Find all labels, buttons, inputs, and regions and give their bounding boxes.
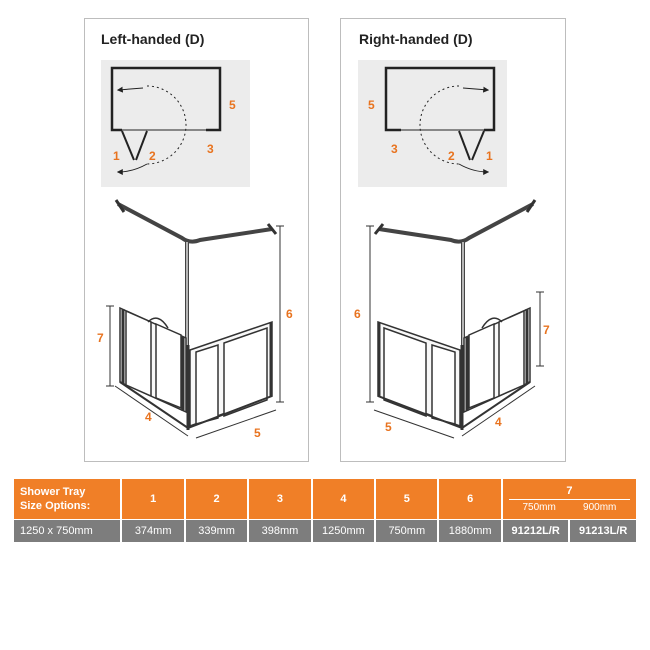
- spec-table: Shower Tray Size Options: 1 2 3 4 5 6 7 …: [12, 478, 638, 543]
- header-col-7-subheaders: 750mm 900mm: [508, 499, 630, 513]
- header-col-2: 2: [185, 479, 248, 519]
- row-code-750: 91212L/R: [502, 520, 569, 542]
- row-val-5: 750mm: [376, 520, 438, 542]
- row-val-1: 374mm: [122, 520, 184, 542]
- left-plan-background: [101, 60, 250, 187]
- header-col-3: 3: [249, 479, 311, 519]
- left-plan-label-5: 5: [229, 98, 236, 112]
- row-code-900: 91213L/R: [570, 520, 636, 542]
- header-col-7-750: 750mm: [522, 502, 556, 513]
- right-plan-label-1: 1: [486, 149, 493, 163]
- right-3d-label-7: 7: [543, 323, 550, 337]
- right-3d-label-4: 4: [495, 415, 502, 429]
- row-val-3: 398mm: [249, 520, 311, 542]
- right-3d-label-6: 6: [354, 307, 361, 321]
- header-line-1: Shower Tray: [20, 486, 86, 498]
- left-3d-label-6: 6: [286, 307, 293, 321]
- left-plan-view: [110, 66, 222, 175]
- left-enclosure-drawing: [106, 199, 284, 439]
- row-val-2: 339mm: [185, 520, 248, 542]
- header-size-options: Shower Tray Size Options:: [14, 479, 121, 519]
- left-3d-label-4: 4: [145, 410, 152, 424]
- header-col-7: 7 750mm 900mm: [502, 479, 636, 519]
- left-3d-label-7: 7: [97, 331, 104, 345]
- left-3d-label-5: 5: [254, 426, 261, 440]
- header-col-4: 4: [312, 479, 375, 519]
- row-val-6: 1880mm: [439, 520, 501, 542]
- right-plan-label-5: 5: [368, 98, 375, 112]
- header-col-7-900: 900mm: [583, 502, 617, 513]
- header-col-6: 6: [439, 479, 501, 519]
- right-3d-label-5: 5: [385, 420, 392, 434]
- left-plan-label-2: 2: [149, 149, 156, 163]
- right-plan-view: [384, 66, 496, 175]
- row-val-4: 1250mm: [312, 520, 375, 542]
- header-col-7-label: 7: [566, 485, 573, 497]
- table-row: 1250 x 750mm 374mm 339mm 398mm 1250mm 75…: [14, 520, 636, 542]
- right-enclosure-drawing: [366, 199, 544, 439]
- right-plan-label-2: 2: [448, 149, 455, 163]
- left-plan-label-3: 3: [207, 142, 214, 156]
- left-plan-label-1: 1: [113, 149, 120, 163]
- row-size: 1250 x 750mm: [14, 520, 121, 542]
- right-panel-title: Right-handed (D): [359, 31, 473, 47]
- header-col-5: 5: [376, 479, 438, 519]
- header-col-1: 1: [122, 479, 184, 519]
- header-line-2: Size Options:: [20, 500, 91, 512]
- spec-table-header: Shower Tray Size Options: 1 2 3 4 5 6 7 …: [14, 479, 636, 519]
- right-plan-label-3: 3: [391, 142, 398, 156]
- right-plan-background: [358, 60, 507, 187]
- left-panel-title: Left-handed (D): [101, 31, 205, 47]
